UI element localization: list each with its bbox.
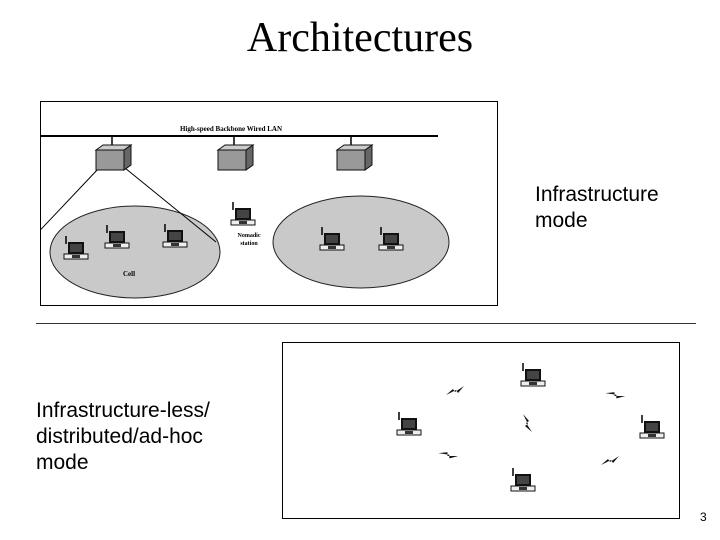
nomadic-station-label-2: station bbox=[240, 241, 258, 247]
laptop-icon bbox=[510, 473, 536, 492]
laptop-icon bbox=[396, 417, 422, 436]
wireless-link-icon bbox=[605, 385, 626, 404]
infrastructure-label-line: Infrastructure bbox=[535, 183, 659, 206]
adhoc-diagram bbox=[282, 342, 680, 519]
adhoc-label-line: distributed/ad-hoc bbox=[36, 425, 203, 448]
laptop-icon bbox=[230, 207, 256, 226]
section-divider bbox=[36, 323, 696, 324]
cell-right bbox=[272, 195, 450, 289]
access-point-2 bbox=[216, 144, 255, 171]
adhoc-label-line: mode bbox=[36, 451, 89, 474]
cell-label: Cell bbox=[123, 270, 135, 278]
laptop-icon bbox=[520, 368, 546, 387]
cell-left bbox=[49, 205, 221, 299]
adhoc-mode-label: Infrastructure-less/ distributed/ad-hoc … bbox=[36, 398, 210, 476]
access-point-1 bbox=[94, 144, 133, 171]
infrastructure-label-line: mode bbox=[535, 209, 588, 232]
wireless-link-icon bbox=[601, 456, 619, 465]
wireless-link-icon bbox=[438, 445, 459, 464]
laptop-icon bbox=[639, 420, 665, 439]
wireless-link-icon bbox=[446, 386, 464, 395]
nomadic-station-label-1: Nomadic bbox=[238, 233, 261, 239]
wireless-link-icon bbox=[523, 414, 532, 432]
page-number: 3 bbox=[700, 510, 707, 524]
backbone-label: High-speed Backbone Wired LAN bbox=[180, 125, 282, 133]
slide-title: Architectures bbox=[246, 15, 474, 61]
access-point-3 bbox=[335, 144, 374, 171]
infrastructure-mode-label: Infrastructure mode bbox=[535, 182, 659, 234]
infrastructure-diagram: High-speed Backbone Wired LAN bbox=[40, 101, 498, 306]
adhoc-label-line: Infrastructure-less/ bbox=[36, 399, 210, 422]
